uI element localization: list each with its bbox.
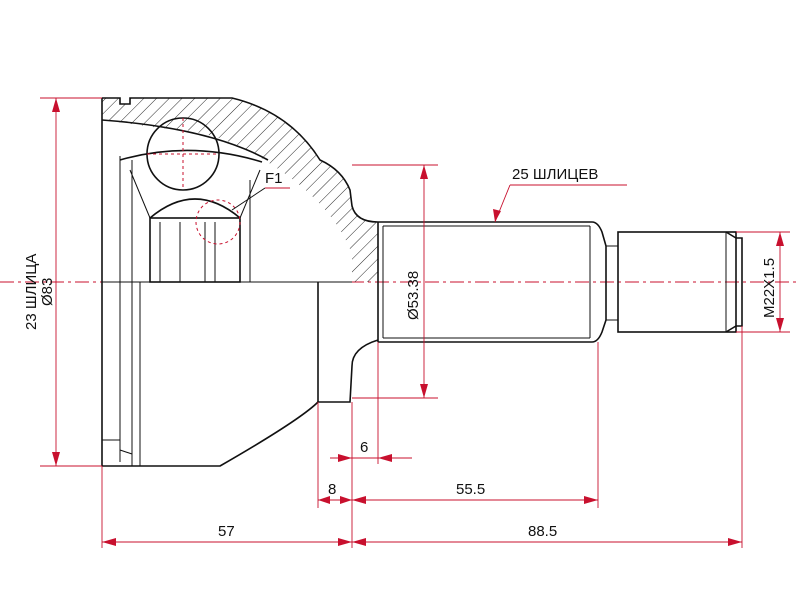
threaded-end: [606, 231, 743, 333]
dim-55-5: 55.5: [456, 481, 485, 498]
label-f1: F1: [265, 170, 283, 187]
label-thread: M22X1.5: [761, 258, 778, 318]
label-shaft-diameter: Ø53.38: [405, 271, 422, 320]
inner-race: [149, 217, 241, 283]
label-25-splines: 25 ШЛИЦЕВ: [512, 166, 598, 183]
dim-88-5: 88.5: [528, 523, 557, 540]
outer-housing: [101, 97, 379, 467]
splined-shaft: [377, 221, 607, 343]
dimension-lines: [40, 97, 790, 548]
label-outer-diameter: Ø83: [39, 278, 56, 306]
dim-57: 57: [218, 523, 235, 540]
housing-section-hatched: [102, 98, 378, 282]
f1-detail-circle: [195, 199, 241, 245]
dim-6: 6: [360, 439, 368, 456]
dim-8: 8: [328, 481, 336, 498]
label-23-splines: 23 ШЛИЦА: [23, 254, 40, 330]
